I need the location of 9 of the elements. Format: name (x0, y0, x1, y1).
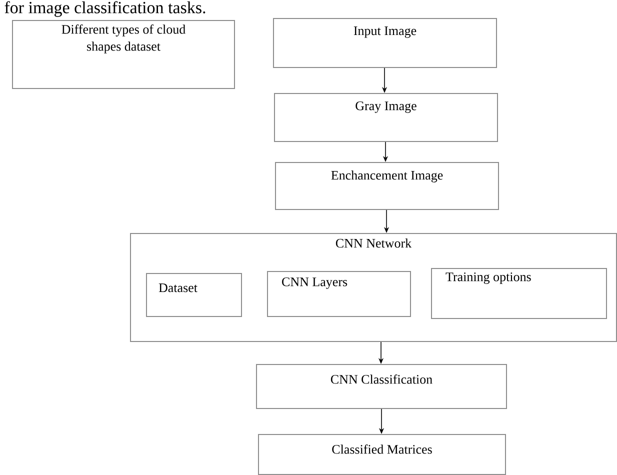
process-box: CNN Layers (267, 271, 411, 317)
process-box: Classified Matrices (258, 434, 506, 475)
process-box: Enchancement Image (275, 162, 499, 210)
process-box: Dataset (146, 273, 242, 317)
process-box: Gray Image (274, 93, 498, 142)
process-box: Input Image (273, 18, 497, 68)
process-box: CNN Classification (256, 364, 507, 409)
process-box: Different types of cloud shapes dataset (12, 20, 235, 89)
process-box: Training options (431, 268, 607, 319)
